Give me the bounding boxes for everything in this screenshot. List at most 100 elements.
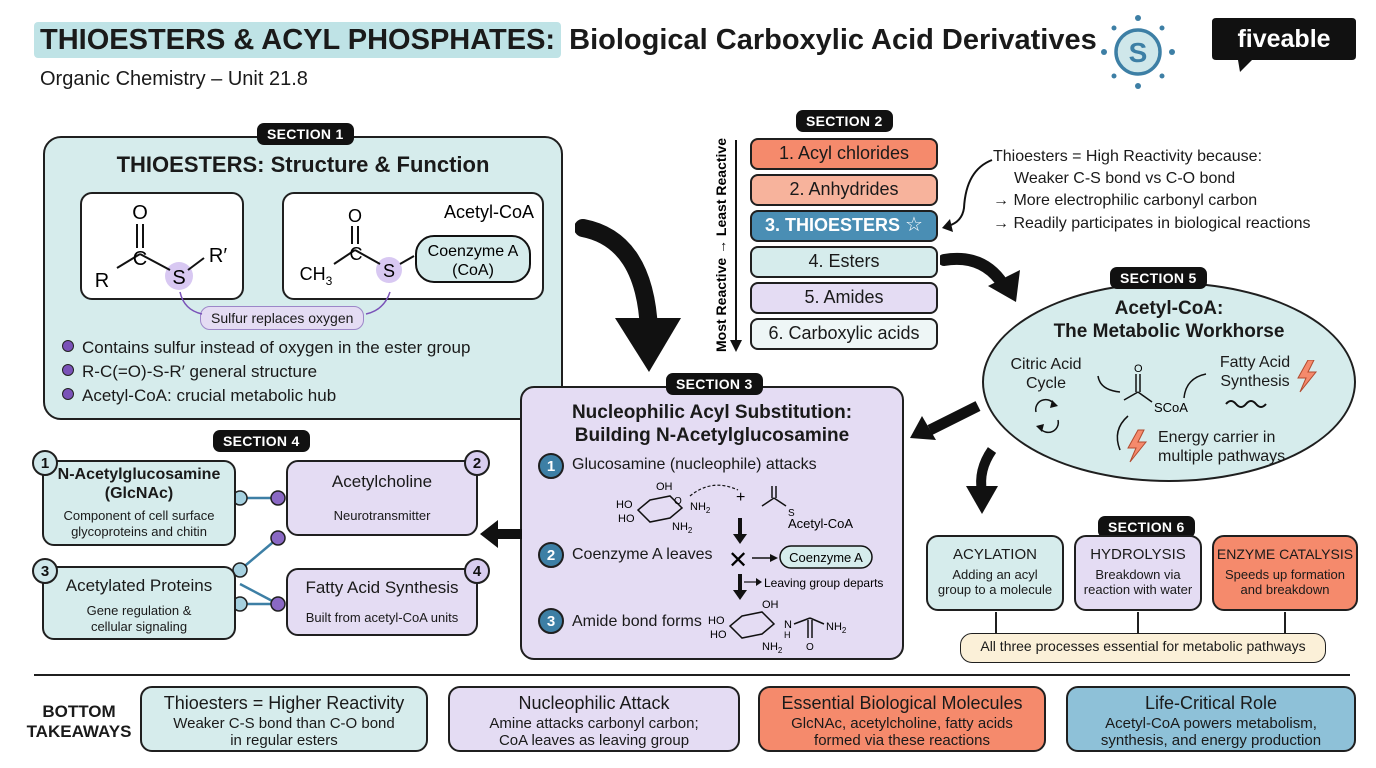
acetyl-coa-structure: Acetyl-CoA O CH3 C S Coenzyme A (CoA) <box>300 202 534 288</box>
svg-text:H: H <box>784 630 791 640</box>
svg-text:O: O <box>806 642 814 653</box>
section3-badge: SECTION 3 <box>666 373 763 395</box>
section1-bullet-3: Acetyl-CoA: crucial metabolic hub <box>62 386 336 406</box>
section6-card-hydrolysis <box>1074 535 1202 611</box>
page-title: THIOESTERS & ACYL PHOSPHATES: Biological… <box>34 22 1097 58</box>
section4-card-3-number: 3 <box>32 558 58 584</box>
step-3-number: 3 <box>538 608 564 634</box>
thioester-structure: O R C S R′ <box>95 202 228 292</box>
title-rest: Biological Carboxylic Acid Derivatives <box>561 24 1097 56</box>
section4-badge: SECTION 4 <box>213 430 310 452</box>
section4-card-4-desc-1: Built from acetyl-CoA units <box>305 610 459 625</box>
sulfur-note-connectors <box>179 291 391 315</box>
section4-card-3-desc-1: Gene regulation & <box>86 603 192 618</box>
takeaway-2-title: Nucleophilic Attack <box>518 693 670 713</box>
section4-card-1-title: N-Acetylglucosamine <box>57 466 221 483</box>
s-atom-2: S <box>383 261 395 281</box>
enzyme-desc-2: and breakdown <box>1240 582 1330 597</box>
takeaway-4-desc-1: Acetyl-CoA powers metabolism, <box>1105 715 1317 732</box>
takeaway-4-title: Life-Critical Role <box>1144 693 1278 713</box>
takeaway-card-3 <box>758 686 1046 752</box>
svg-text:OH: OH <box>762 599 779 611</box>
takeaway-3-title: Essential Biological Molecules <box>781 693 1023 713</box>
svg-text:NH2: NH2 <box>672 521 693 535</box>
section5-title-1: Acetyl-CoA: <box>1114 298 1224 319</box>
star-icon: ☆ <box>905 214 923 236</box>
svg-text:HO: HO <box>618 513 635 525</box>
section5-panel <box>982 282 1356 482</box>
energy-label-2: multiple pathways <box>1158 448 1286 465</box>
hydrolysis-desc-2: reaction with water <box>1083 582 1193 597</box>
svg-text:N: N <box>784 619 792 631</box>
section4-card-2-number: 2 <box>464 450 490 476</box>
section5-badge: SECTION 5 <box>1110 267 1207 289</box>
acetyl-coa-label: Acetyl-CoA <box>444 202 534 222</box>
section4-card-3-desc-2: cellular signaling <box>90 619 188 634</box>
step-2-text: Coenzyme A leaves <box>572 546 713 563</box>
thioester-note-pointer <box>942 159 993 232</box>
section3-title-1: Nucleophilic Acyl Substitution: <box>571 402 853 423</box>
svg-text:O: O <box>674 496 682 507</box>
page-subtitle: Organic Chemistry – Unit 21.8 <box>40 68 308 90</box>
takeaways-label-2: TAKEAWAYS <box>26 722 132 741</box>
reactivity-item-1: 1. Acyl chlorides <box>750 138 938 170</box>
reactivity-item-4: 4. Esters <box>750 246 938 278</box>
reactivity-item-2: 2. Anhydrides <box>750 174 938 206</box>
svg-text:Coenzyme A: Coenzyme A <box>789 550 863 565</box>
section4-card-4-number: 4 <box>464 558 490 584</box>
thioester-note-2: Weaker C-S bond vs C-O bond <box>1014 170 1236 187</box>
reactivity-item-3-label: 3. THIOESTERS <box>765 215 901 235</box>
section2-badge: SECTION 2 <box>796 110 893 132</box>
section4-card-4 <box>286 568 478 636</box>
acylation-desc-2: group to a molecule <box>937 582 1053 597</box>
svg-text:NH2: NH2 <box>690 501 711 515</box>
flow-arrow-1-to-3 <box>575 219 681 372</box>
citric-acid-label-2: Cycle <box>1025 375 1066 392</box>
svg-text:HO: HO <box>616 499 633 511</box>
takeaway-2-desc-1: Amine attacks carbonyl carbon; <box>489 715 699 732</box>
svg-text:S: S <box>788 508 795 519</box>
flow-arrow-3-to-4 <box>480 520 522 548</box>
reactivity-axis-label: Most Reactive → Least Reactive <box>713 138 729 352</box>
mechanism-diagram: OH HO HO O NH2 NH2 + S Acetyl-CoA ✕ Coen… <box>616 481 883 655</box>
takeaway-2-desc-2: CoA leaves as leaving group <box>498 732 690 749</box>
reactivity-item-3: 3. THIOESTERS ☆ <box>750 210 938 242</box>
section6-footer: All three processes essential for metabo… <box>960 633 1326 663</box>
takeaway-card-1 <box>140 686 428 752</box>
s-logo: S <box>1098 12 1178 92</box>
hydrolysis-desc-1: Breakdown via <box>1095 567 1181 582</box>
step-1-number: 1 <box>538 453 564 479</box>
section5-diagram: O SCoA <box>1034 360 1318 463</box>
takeaways-label-1: BOTTOM <box>42 702 116 721</box>
title-highlight: THIOESTERS & ACYL PHOSPHATES: <box>34 22 562 58</box>
takeaway-4-desc-2: synthesis, and energy production <box>1100 732 1322 749</box>
section1-bullet-1: Contains sulfur instead of oxygen in the… <box>62 338 470 358</box>
reactivity-axis: Most Reactive → Least Reactive <box>713 138 742 352</box>
svg-text:HO: HO <box>708 615 725 627</box>
section4-card-1-desc-2: glycoproteins and chitin <box>71 524 207 539</box>
section6-card-acylation <box>926 535 1064 611</box>
section4-card-2 <box>286 460 478 536</box>
hydrolysis-title: HYDROLYSIS <box>1090 546 1186 563</box>
takeaway-3-desc-1: GlcNAc, acetylcholine, fatty acids <box>791 715 1013 732</box>
section4-card-3-title: Acetylated Proteins <box>65 576 213 595</box>
reactivity-item-6: 6. Carboxylic acids <box>750 318 938 350</box>
s-logo-letter: S <box>1129 37 1148 68</box>
section3-title-2: Building N-Acetylglucosamine <box>574 425 850 446</box>
takeaway-card-4 <box>1066 686 1356 752</box>
section1-bullet-2: R-C(=O)-S-R′ general structure <box>62 362 317 382</box>
step-2-number: 2 <box>538 542 564 568</box>
enzyme-desc-1: Speeds up formation <box>1225 567 1345 582</box>
r-prime-group: R′ <box>209 245 227 267</box>
r-group: R <box>95 270 109 292</box>
thioester-note-4: → Readily participates in biological rea… <box>993 215 1311 232</box>
section4-card-1-desc-1: Component of cell surface <box>63 508 215 523</box>
thioester-note-3: → More electrophilic carbonyl carbon <box>993 192 1258 209</box>
section4-card-1-title-2: (GlcNAc) <box>104 485 174 502</box>
svg-text:Leaving group departs: Leaving group departs <box>764 576 883 590</box>
flow-arrow-5-to-6 <box>966 447 998 514</box>
coa-name: Coenzyme A <box>428 243 519 260</box>
c-atom-2: C <box>350 244 363 264</box>
svg-text:✕: ✕ <box>728 547 748 574</box>
thioester-structure-box <box>80 192 244 300</box>
